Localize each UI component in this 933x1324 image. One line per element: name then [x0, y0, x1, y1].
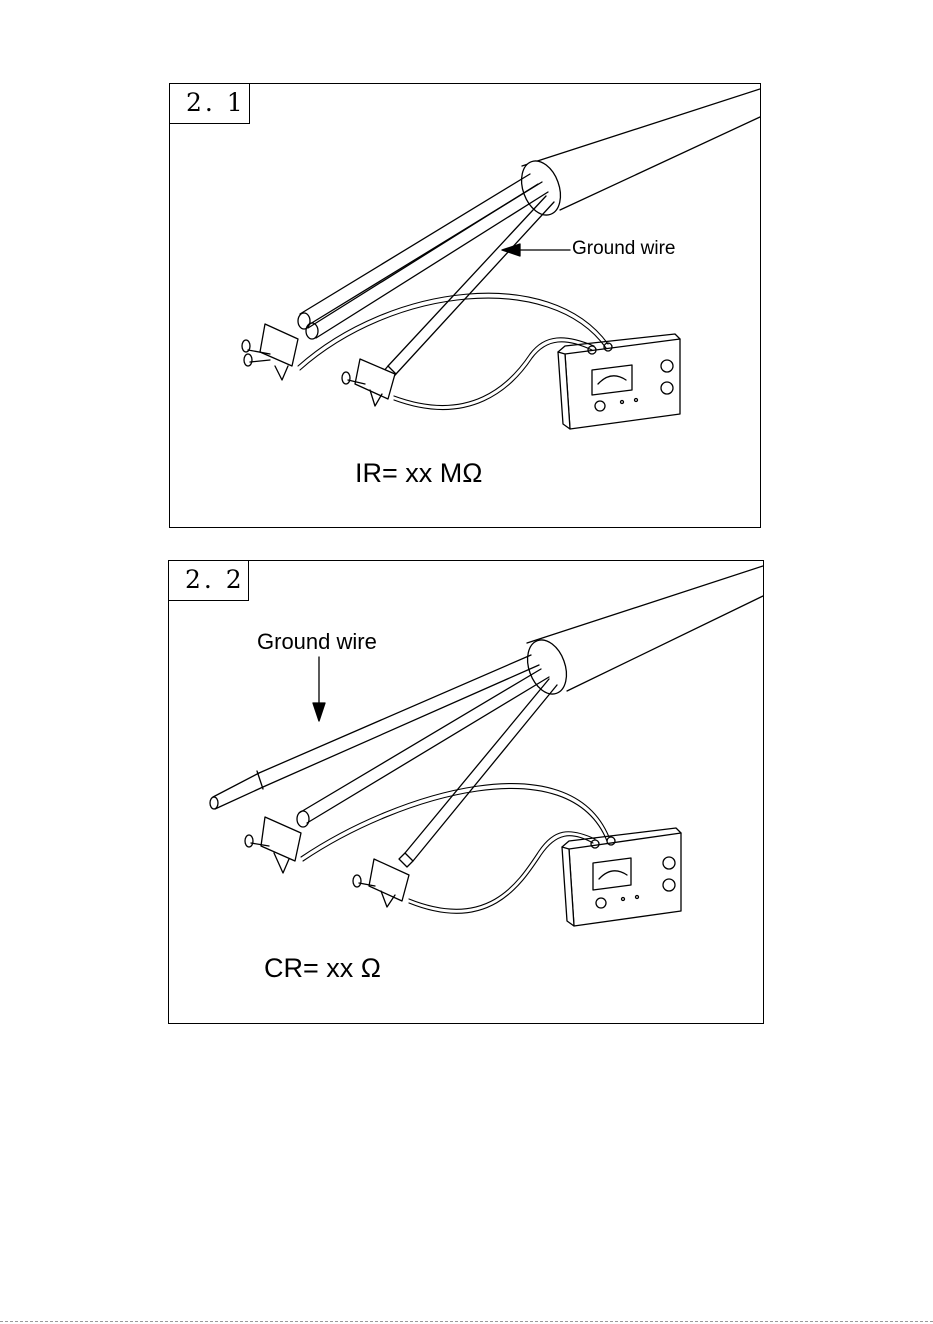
figure-2-2-panel: 2. 2 [168, 560, 764, 1024]
ground-wire-conductor [210, 655, 539, 809]
cable-jacket [521, 566, 763, 699]
ground-wire-arrow [313, 657, 325, 721]
megohmmeter [558, 334, 680, 429]
conductors [298, 174, 554, 380]
conductor-resistance-formula: CR= xx Ω [264, 953, 381, 984]
insulation-resistance-formula: IR= xx MΩ [355, 458, 482, 489]
figure-2-1-panel: 2. 1 [169, 83, 761, 528]
page-bottom-edge [0, 1321, 933, 1322]
alligator-clips [245, 817, 409, 907]
cable-jacket [515, 89, 760, 220]
ground-wire-label: Ground wire [257, 629, 377, 655]
ground-wire-label: Ground wire [572, 238, 676, 260]
ground-wire-arrow [502, 244, 570, 256]
conductors [297, 669, 557, 867]
ohmmeter [562, 828, 681, 926]
